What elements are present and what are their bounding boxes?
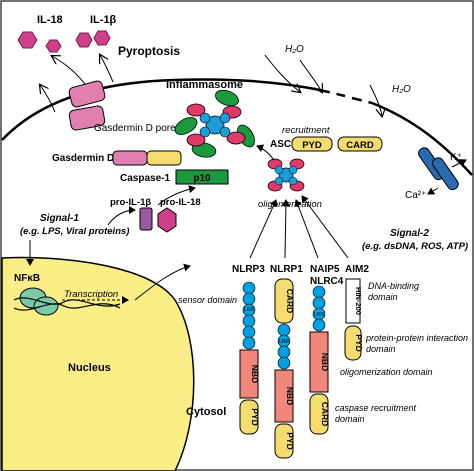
il1b-label: IL-1β (90, 14, 117, 26)
inflammasome-label: Inflammasome (166, 79, 243, 91)
release-arrow (40, 85, 56, 113)
gasdermin-pore-segment (68, 80, 106, 108)
asc-pyd-domain (291, 136, 333, 152)
release-arrow (100, 55, 114, 83)
cleavage-arrow (157, 185, 196, 206)
asc-card-domain (337, 136, 383, 152)
gasdermin-c-terminal (146, 150, 182, 166)
nlrc4-name: NLRC4 (310, 276, 344, 287)
oligomer-complex (267, 158, 305, 192)
potassium-efflux-arrow (451, 159, 467, 168)
ppi-label-2: domain (366, 344, 396, 354)
signal1-title: Signal-1 (40, 213, 79, 224)
il18-label: IL-18 (37, 14, 63, 26)
release-arrow (52, 56, 89, 89)
caspase1-label: Caspase-1 (120, 173, 170, 184)
casp-recruit-label-2: domain (335, 414, 365, 424)
sensor-arrow (301, 195, 349, 259)
dna-binding-label-2: domain (368, 292, 398, 302)
nlrp1-name: NLRP1 (270, 264, 303, 275)
il1b-hexagon (93, 30, 111, 46)
naip5-nlrc4-sensor: LRR NBD CARD (309, 285, 330, 435)
h2o-right-label: H₂O (392, 84, 411, 95)
calcium-label: Ca²⁺ (405, 190, 426, 201)
cell-membrane-left (1, 78, 321, 141)
prime-arrow (107, 206, 136, 226)
gasdermin-pore-label: Gasdermin D pore (94, 123, 176, 134)
sensor-arrow (294, 199, 319, 259)
gasdermin-n-terminal (112, 150, 148, 166)
nbd-label: NBD (320, 353, 330, 371)
nfkb-label: NFκB (14, 273, 40, 284)
h2o-top-label: H₂O (285, 44, 304, 55)
inflammasome-complex (174, 89, 255, 158)
potassium-label: K⁺ (450, 152, 462, 163)
pyd-label: PYD (285, 432, 295, 449)
il18-hexagon (45, 39, 62, 53)
water-influx-arrow (264, 54, 300, 92)
nlrp1-sensor: CARD LRR NBD PYD (274, 278, 295, 459)
nlrp3-name: NLRP3 (232, 264, 265, 275)
hin200-label: HIN-200 (354, 287, 363, 315)
sensor-arrow (281, 199, 290, 259)
nbd-label: NBD (285, 387, 295, 405)
card-label: CARD (320, 402, 330, 427)
export-arrow (134, 263, 191, 301)
lrr-label: LRR (244, 307, 254, 313)
water-influx-arrow (299, 59, 322, 92)
signal1-sub: (e.g. LPS, Viral proteins) (20, 226, 129, 237)
water-influx-arrow (369, 84, 382, 116)
pro-il18-shape (157, 207, 177, 233)
ion-channel (432, 157, 459, 191)
pyd-label: PYD (250, 408, 260, 425)
lrr-label: LRR (279, 339, 289, 345)
asc-label: ASC (270, 139, 291, 150)
il1b-hexagon (75, 32, 93, 48)
naip5-name: NAIP5 (310, 264, 340, 275)
sensor-arrow (249, 199, 278, 259)
il18-hexagon (17, 31, 38, 49)
pro-il1b-shape (139, 207, 153, 231)
assembly-arrow (256, 144, 275, 161)
casp-recruit-label-1: caspase recruitment (335, 403, 417, 413)
aim2-sensor: HIN-200 PYD (344, 278, 364, 361)
nucleus-label: Nucleus (68, 362, 111, 374)
sensor-domain-label: sensor domain (178, 295, 237, 305)
ppi-label-1: protein-protein interaction (365, 333, 468, 343)
signal2-title: Signal-2 (390, 228, 429, 239)
pro-il1b-label: pro-IL-1β (110, 197, 151, 208)
cytosol-label: Cytosol (186, 406, 226, 418)
nbd-label: NBD (250, 365, 260, 383)
transcription-label: Transcription (64, 289, 118, 300)
olig-domain-label: oligomerization domain (340, 367, 433, 377)
lrr-label: LRR (314, 312, 324, 318)
gasdermin-pore-segment (68, 105, 106, 131)
pyroptosis-label: Pyroptosis (118, 44, 180, 58)
dna-binding-label-1: DNA-binding (368, 281, 419, 291)
nfkb-dna-complex (13, 287, 121, 316)
pro-il18-label: pro-IL-18 (160, 197, 201, 208)
calcium-arrow (427, 187, 439, 195)
asc-pyd-label: PYD (302, 140, 322, 151)
caspase1-p10-box (175, 169, 229, 185)
oligomerization-label: oligomerization (258, 199, 322, 210)
card-label: CARD (285, 289, 295, 314)
nlrp3-sensor: LRR NBD PYD (239, 281, 260, 435)
recruitment-label: recruitment (282, 125, 330, 136)
cell-membrane-dashed (319, 88, 373, 105)
pyd-label: PYD (354, 334, 364, 351)
gasdermin-d-label: Gasdermin D (52, 153, 114, 164)
signal2-sub: (e.g. dsDNA, ROS, ATP) (362, 241, 468, 252)
asc-card-label: CARD (346, 140, 374, 151)
p10-label: p10 (193, 173, 211, 184)
aim2-name: AIM2 (345, 264, 369, 275)
